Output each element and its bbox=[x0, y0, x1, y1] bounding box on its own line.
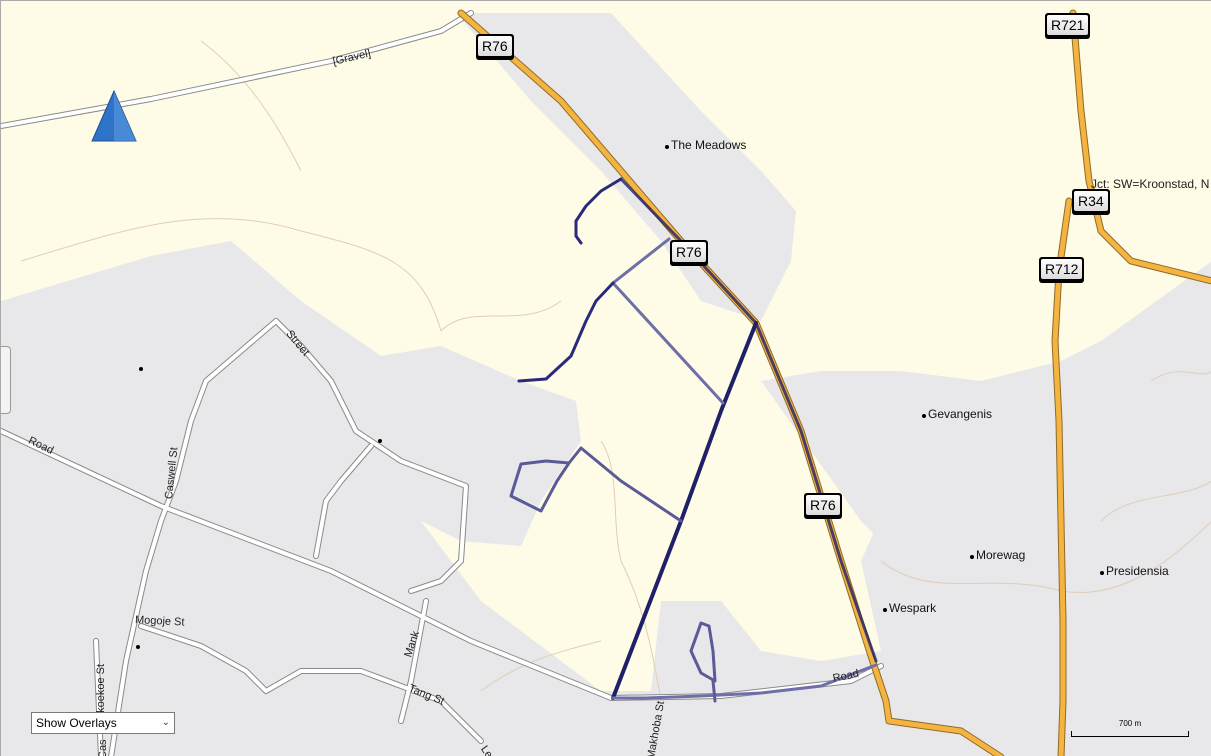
blue-triangle-marker-icon[interactable] bbox=[91, 89, 137, 142]
place-label-the-meadows[interactable]: The Meadows bbox=[664, 138, 747, 152]
road-label-cas: Cas bbox=[97, 739, 109, 756]
route-shield-r76-north[interactable]: R76 bbox=[476, 34, 514, 60]
gps-tracks bbox=[509, 177, 878, 703]
junction-label: Jct: SW=Kroonstad, N bbox=[1091, 177, 1210, 191]
show-overlays-value: Show Overlays bbox=[36, 716, 117, 730]
route-shield-r76-center[interactable]: R76 bbox=[670, 240, 708, 266]
route-shield-r712[interactable]: R712 bbox=[1039, 257, 1085, 283]
chevron-down-icon: ⌄ bbox=[161, 717, 170, 728]
route-shield-r76-south[interactable]: R76 bbox=[804, 493, 842, 519]
show-overlays-select[interactable]: Show Overlays ⌄ bbox=[31, 712, 175, 734]
road-label-mogoje-st: Mogoje St bbox=[134, 614, 185, 629]
route-shield-r721[interactable]: R721 bbox=[1045, 13, 1091, 39]
urban-area-north bbox=[456, 13, 796, 321]
side-panel-handle[interactable] bbox=[1, 346, 11, 414]
place-label-morewag[interactable]: Morewag bbox=[969, 548, 1026, 562]
place-label-presidensia[interactable]: Presidensia bbox=[1100, 564, 1169, 578]
scale-bar: 700 m bbox=[1071, 719, 1189, 737]
place-label-gevangenis[interactable]: Gevangenis bbox=[921, 407, 993, 421]
place-dot bbox=[378, 439, 382, 443]
road-label-lkoekoe-st: Lkoekoe St bbox=[95, 663, 107, 719]
urban-area-west bbox=[1, 241, 1211, 756]
place-dot bbox=[139, 367, 143, 371]
place-label-wespark[interactable]: Wespark bbox=[882, 601, 937, 615]
route-shield-r34[interactable]: R34 bbox=[1072, 189, 1110, 215]
scale-bar-line bbox=[1071, 731, 1189, 737]
urban-area-east bbox=[761, 371, 1061, 561]
scale-label: 700 m bbox=[1118, 719, 1142, 728]
place-dot bbox=[136, 645, 140, 649]
